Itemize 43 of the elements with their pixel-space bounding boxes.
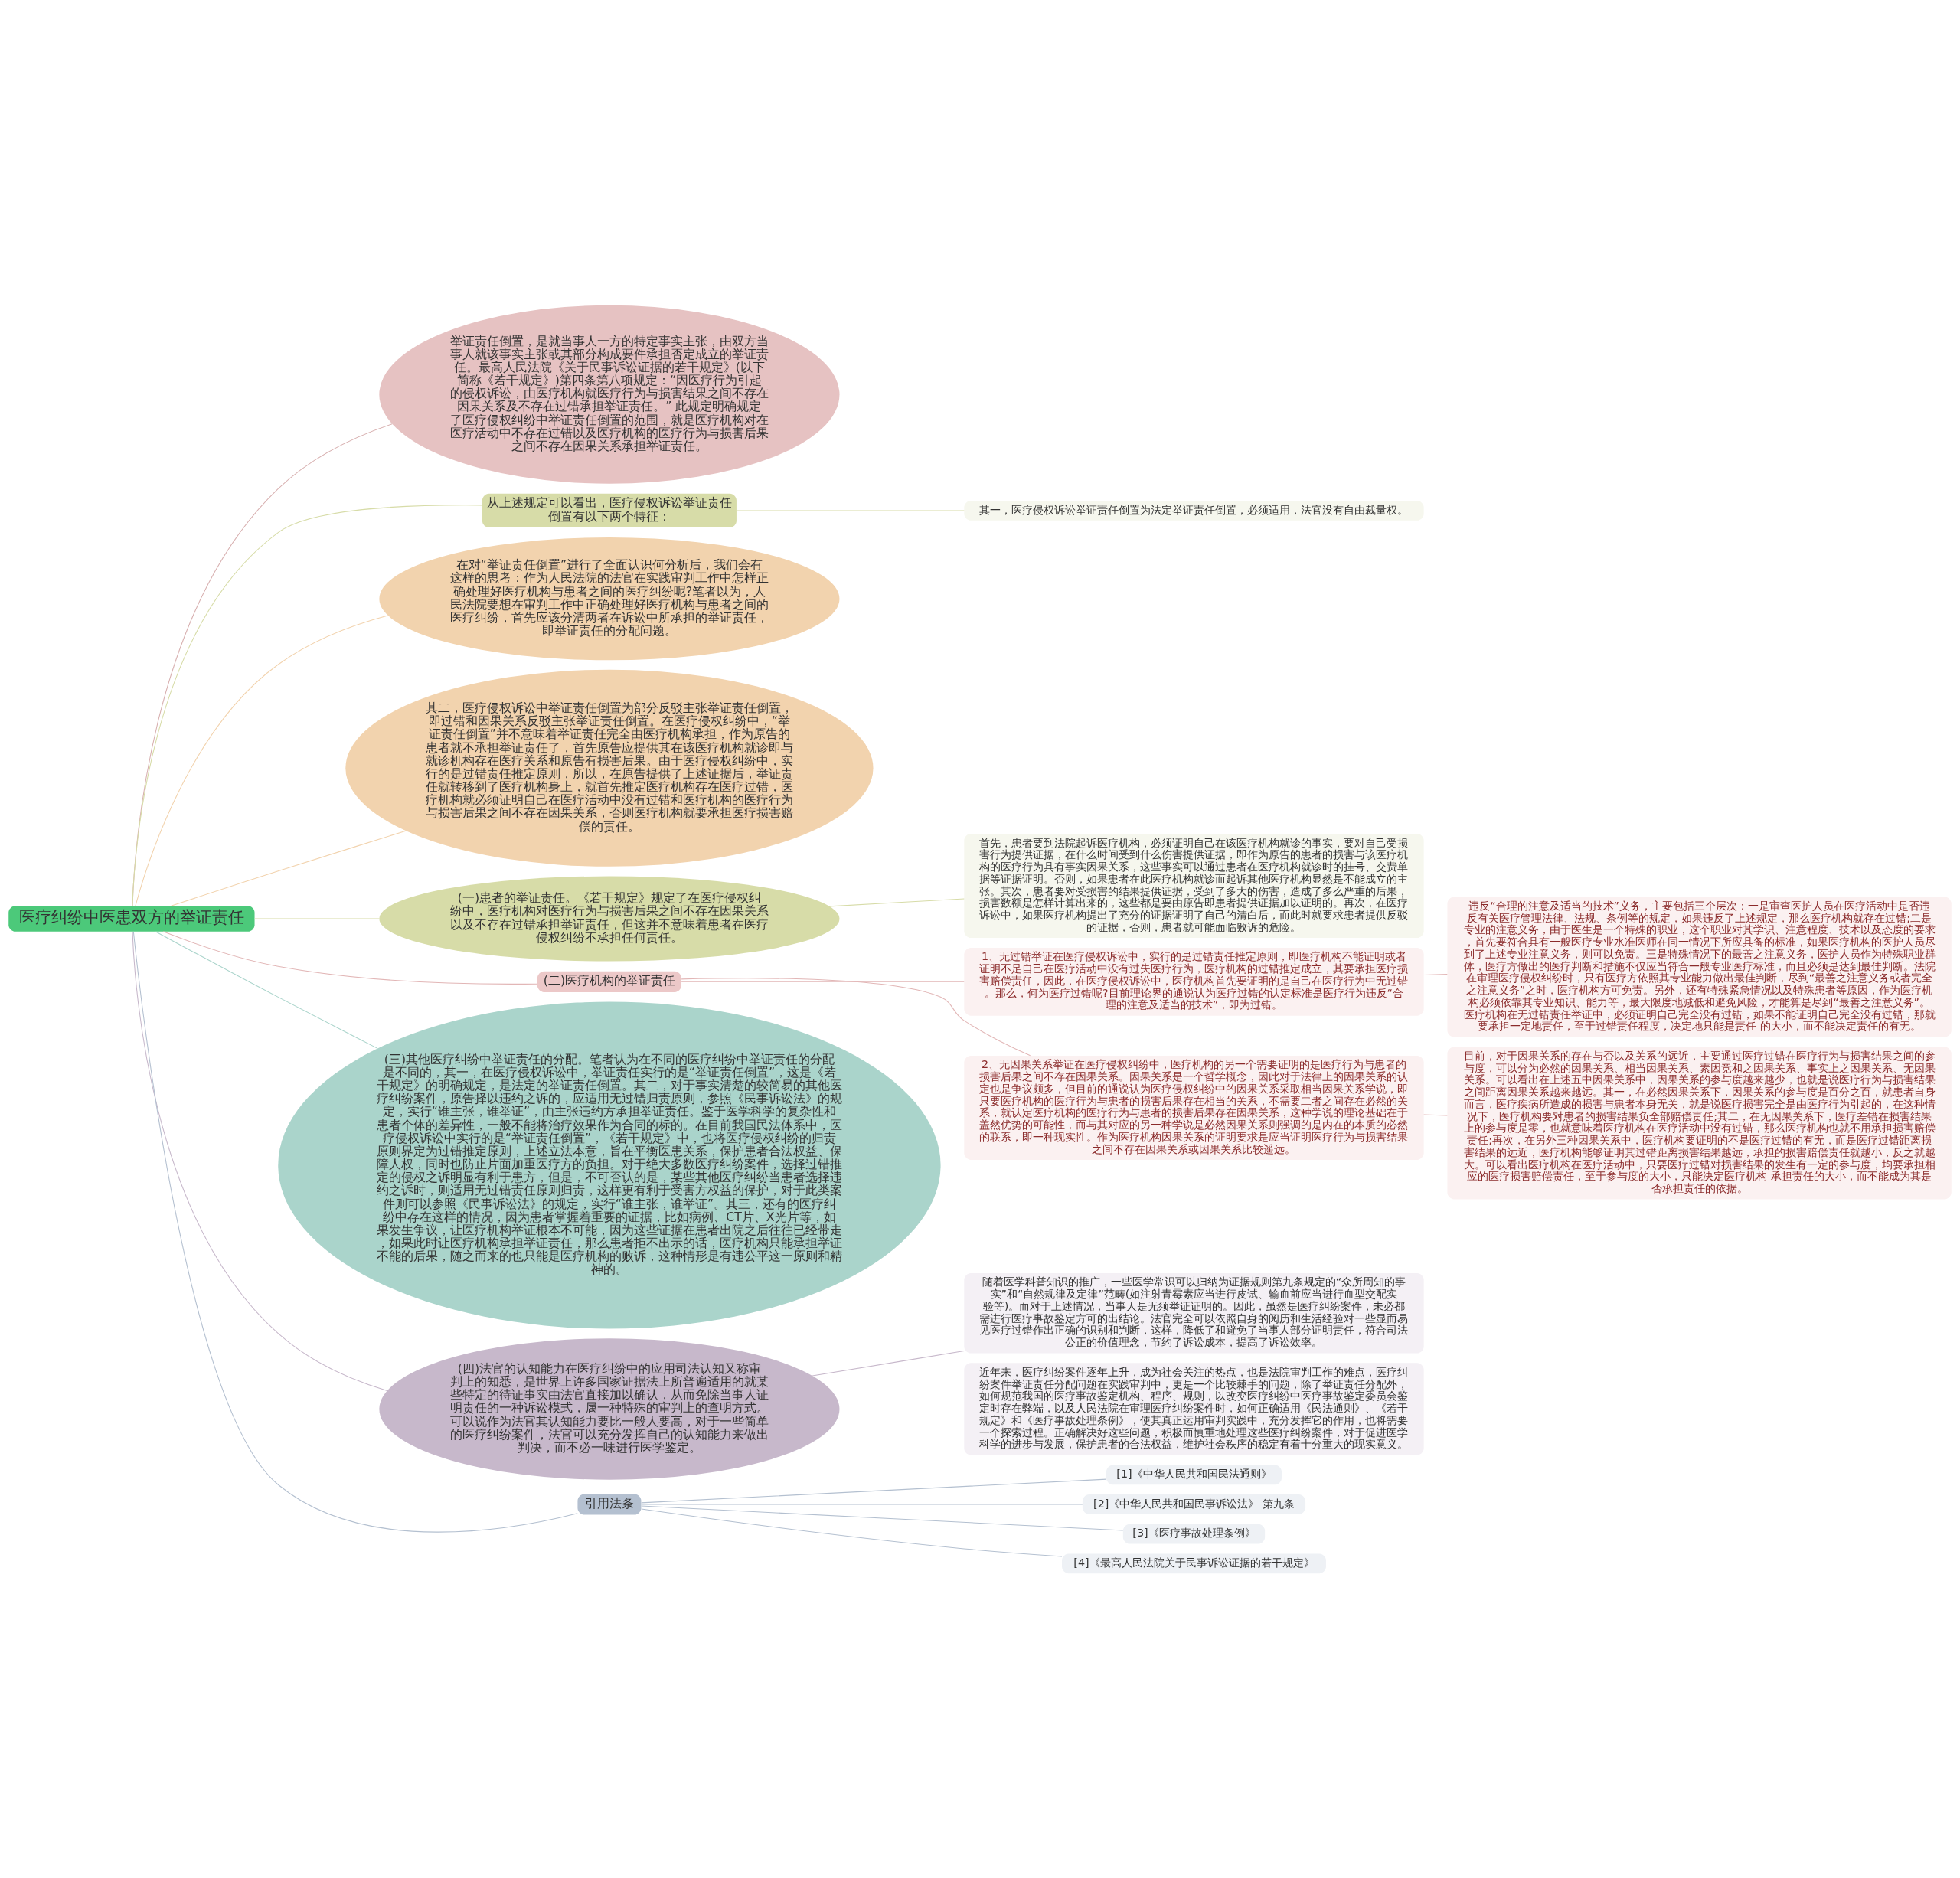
connector — [812, 1350, 965, 1377]
node-box: [2]《中华人民共和国民事诉讼法》 第九条 — [1082, 1494, 1306, 1514]
node-box: (二)医疗机构的举证责任 — [537, 971, 681, 992]
connector — [641, 1503, 1083, 1504]
node-ellipse: (四)法官的认知能力在医疗纠纷中的应用司法认知又称审判上的知悉，是世界上许多国家证据法上所普遍适用的就某些特定的待证事实由法官直接加以确认，从而免除当事人证明责任的一种诉讼模式，属一种特殊的审判上的查明方式。可以说作为法官其认知能力要比一般人要高，对于一些简单的医疗纠纷案件，法官可以充分发挥自己的认知能力来做出判决，而不必一味进行医学鉴定。 — [379, 1337, 840, 1480]
node-box: 1、无过错举证在医疗侵权诉讼中，实行的是过错责任推定原则，即医疗机构不能证明或者证明不足自己在医疗活动中没有过失医疗行为，医疗机构的过错推定成立，其要承担医疗损害赔偿责任，因此，在医疗侵权诉讼中，医疗机构首先要证明的是自己在医疗行为中无过错。那么，何为医疗过错呢?目前理论界的通说认为医疗过错的认定标准是医疗行为违反“合理的注意及适当的技术”，即为过错。 — [964, 947, 1424, 1016]
connector — [155, 930, 378, 1049]
connector — [135, 615, 389, 906]
node-ellipse: (三)其他医疗纠纷中举证责任的分配。笔者认为在不同的医疗纠纷中举证责任的分配是不同的，其一，在医疗侵权诉讼中，举证责任实行的是“举证责任倒置”，这是《若干规定》的明确规定，是法定的举证责任倒置。其二，对于事实清楚的较简易的其他医疗纠纷案件，原告择以违约之诉的，应适用无过错归责原则，参照《民事诉讼法》的规定，实行“谁主张，谁举证”，由主张违约方承担举证责任。鉴于医学科学的复杂性和患者个体的差异性，一般不能将治疗效果作为合同的标的。在目前我国民法体系中，医疗侵权诉讼中实行的是“举证责任倒置”，《若干规定》中，也将医疗侵权纠纷的归责原则界定为过错推定原则，上述立法本意，旨在平衡医患关系，保护患者合法权益、保障人权，同时也防止片面加重医疗方的负担。对于绝大多数医疗纠纷案件，选择过错推定的侵权之诉明显有利于患方，但是，不可否认的是，某些其他医疗纠纷当患者选择违约之诉时，则适用无过错责任原则归责，这样更有利于受害方权益的保护，对于此类案件则可以参照《民事诉讼法》的规定，实行“谁主张，谁举证”。其三，还有的医疗纠纷中存在这样的情况，因为患者掌握着重要的证据，比如病例、CT片、X光片等，如果发生争议，让医疗机构举证根本不可能，因为这些证据在患者出院之后往往已经带走，如果此时让医疗机构承担举证责任，那么患者拒不出示的话，医疗机构只能承担举证不能的后果，随之而来的也只能是医疗机构的败诉，这种情形是有违公平这一原则和精神的。 — [278, 1001, 941, 1328]
connector — [132, 931, 388, 1391]
connector — [132, 423, 393, 906]
connector — [838, 1408, 965, 1409]
node-box: 违反“合理的注意及适当的技术”义务，主要包括三个层次：一是审查医护人员在医疗活动中是否违反有关医疗管理法律、法规、条例等的规定，如果违反了上述规定，那么医疗机构就存在过错;二是专业的注意义务，由于医生是一个特殊的职业，这个职业对其学识、注意程度、技术以及态度的要求，首先要符合具有一般医疗专业水准医师在同一情况下所应具备的标准，如果医疗机构的医护人员尽到了上述专业注意义务，则可以免责。三是特殊情况下的最善之注意义务，医护人员作为特殊职业群体，医疗方做出的医疗判断和措施不仅应当符合一般专业医疗标准，而且必须是达到最佳判断。法院在审理医疗侵权纠纷时，只有医疗方依照其专业能力做出最佳判断，尽到“最善之注意义务或者完全之注意义务”之时，医疗机构方可免责。另外，还有特殊紧急情况以及特殊患者等原因，作为医疗机构必须依靠其专业知识、能力等，最大限度地减低和避免风险，才能算是尽到“最善之注意义务”。医疗机构在无过错责任举证中，必须证明自己完全没有过错，如果不能证明自己完全没有过错，那就要承担一定地责任，至于过错责任程度，决定地只能是责任 的大小，而不能决定责任的有无。 — [1447, 896, 1952, 1037]
node-box: 近年来，医疗纠纷案件逐年上升，成为社会关注的热点，也是法院审判工作的难点，医疗纠纷案件举证责任分配问题在实践审判中，更是一个比较棘手的问题，除了举证责任分配外，如何规范我国的医疗事故鉴定机构、程序、规则，以改变医疗纠纷中医疗事故鉴定委员会鉴定时存在弊端，以及人民法院在审理医疗纠纷案件时，如何正确适用《民法通则》、《若干规定》和《医疗事故处理条例》，使其真正运用审判实践中，充分发挥它的作用，也将需要一个探索过程。正确解决好这些问题，积极而慎重地处理这些医疗纠纷案件，对于促进医学科学的进步与发展，保护患者的合法权益，维护社会秩序的稳定有着十分重大的现实意义。 — [964, 1362, 1424, 1455]
connector — [132, 504, 483, 906]
connector — [681, 981, 965, 982]
node-ellipse: 其二，医疗侵权诉讼中举证责任倒置为部分反驳主张举证责任倒置，即过错和因果关系反驳主张举证责任倒置。在医疗侵权纠纷中，“举证责任倒置”并不意味着举证责任完全由医疗机构承担，作为原告的患者就不承担举证责任了，首先原告应提供其在该医疗机构就诊即与就诊机构存在医疗关系和原告有损害后果。由于医疗侵权纠纷中，实行的是过错责任推定原则，所以，在原告提供了上述证据后，举证责任就转移到了医疗机构身上，就首先推定医疗机构存在医疗过错，医疗机构就必须证明自己在医疗活动中没有过错和医疗机构的医疗行为与损害后果之间不存在因果关系，否则医疗机构就要承担医疗损害赔偿的责任。 — [345, 669, 874, 867]
connector — [681, 977, 1031, 1056]
node-box: 首先，患者要到法院起诉医疗机构，必须证明自己在该医疗机构就诊的事实，要对自己受损害行为提供证据，在什么时间受到什么伤害提供证据，即作为原告的患者的损害与该医疗机构的医疗行为具有事实因果关系，这些事实可以通过患者在医疗机构就诊时的挂号、交费单据等证据证明。否则，如果患者在此医疗机构就诊而起诉其他医疗机构显然是不能成立的主张。其次，患者要对受损害的结果提供证据，受到了多大的伤害，造成了多么严重的后果，损害数额是怎样计算出来的，这些都是要由原告即患者提供证据加以证明的。再次，在医疗诉讼中，如果医疗机构提出了充分的证据证明了自己的清白后，而此时就要求患者提供反驳的证据，否则，患者就可能面临败诉的危险。 — [964, 833, 1424, 938]
node-box: 从上述规定可以看出，医疗侵权诉讼举证责任倒置有以下两个特征： — [482, 493, 737, 527]
node-ellipse: 举证责任倒置，是就当事人一方的特定事实主张，由双方当事人就该事实主张或其部分构成要件承担否定成立的举证责任。最高人民法院《关于民事诉讼证据的若干规定》(以下简称《若干规定》)第四条第八项规定：“因医疗行为引起的侵权诉讼，由医疗机构就医疗行为与损害结果之间不存在因果关系及不存在过错承担举证责任。” 此规定明确规定了医疗侵权纠纷中举证责任倒置的范围，就是医疗机构对在医疗活动中不存在过错以及医疗机构的医疗行为与损害后果之间不存在因果关系承担举证责任。 — [379, 305, 840, 484]
connector — [736, 509, 965, 511]
connector — [641, 1505, 1124, 1530]
connector — [1423, 973, 1448, 975]
node-box: [4]《最高人民法院关于民事诉讼证据的若干规定》 — [1062, 1553, 1326, 1573]
connector — [162, 930, 538, 985]
node-box: 2、无因果关系举证在医疗侵权纠纷中，医疗机构的另一个需要证明的是医疗行为与患者的损害后果之间不存在因果关系。因果关系是一个哲学概念，因此对于法律上的因果关系的认定也是争议颇多，但目前的通说认为医疗侵权纠纷中的因果关系采取相当因果关系学说，即只要医疗机构的医疗行为与患者的损害后果存在相当的关系，不需要二者之间存在必然的关系，就认定医疗机构的医疗行为与患者的损害后果存在因果关系，这种学说的理论基础在于盖然优势的可能性，而与其对应的另一种学说是必然因果关系则强调的是内在的本质的必然的联系，即一种现实性。作为医疗机构因果关系的证明要求是应当证明医疗行为与损害结果之间不存在因果关系或因果关系比较遥远。 — [964, 1055, 1424, 1160]
node-box: 其一，医疗侵权诉讼举证责任倒置为法定举证责任倒置，必须适用，法官没有自由裁量权。 — [964, 500, 1424, 521]
node-box: 随着医学科普知识的推广，一些医学常识可以归纳为证据规则第九条规定的“众所周知的事实”和“自然规律及定律”范畴(如注射青霉素应当进行皮试、输血前应当进行血型交配实验等)。而对于上述情况，当事人是无须举证证明的。因此，虽然是医疗纠纷案件，未必都需进行医疗事故鉴定方可的出结论。法官完全可以依照自身的阅历和生活经验对一些显而易见医疗过错作出正确的识别和判断，这样，降低了和避免了当事人部分证明责任，符合司法公正的价值理念，节约了诉讼成本，提高了诉讼效率。 — [964, 1272, 1424, 1353]
connector — [641, 1507, 1063, 1556]
node-box: [3]《医疗事故处理条例》 — [1122, 1524, 1266, 1543]
node-ellipse: 在对“举证责任倒置”进行了全面认识何分析后，我们会有这样的思考：作为人民法院的法官在实践审判工作中怎样正确处理好医疗机构与患者之间的医疗纠纷呢?笔者以为，人民法院要想在审判工作中正确处理好医疗机构与患者之间的医疗纠纷，首先应该分清两者在诉讼中所承担的举证责任，即举证责任的分配问题。 — [379, 537, 840, 660]
node-box: 引用法条 — [577, 1493, 642, 1515]
connector — [171, 830, 407, 906]
node-box: [1]《中华人民共和国民法通则》 — [1106, 1464, 1282, 1484]
connector — [1423, 1113, 1448, 1115]
connector — [132, 931, 578, 1533]
connector — [829, 897, 965, 906]
node-box: 目前，对于因果关系的存在与否以及关系的远近，主要通过医疗过错在医疗行为与损害结果之间的参与度，可以分为必然的因果关系、相当因果关系、素因竞和之因果关系、事实上之因果关系、无因果关系。可以看出在上述五中因果关系中，因果关系的参与度越来越少，也就是说医疗行为与损害结果之间距离因果关系越来越远。其一，在必然因果关系下，因果关系的参与度是百分之百，就患者自身而言，医疗疾病所造成的损害与患者本身无关，就是说医疗损害完全是由医疗行为引起的，在这种情况下，医疗机构要对患者的损害结果负全部赔偿责任;其二，在无因果关系下，医疗差错在损害结果上的参与度是零，也就意味着医疗机构在医疗活动中没有过错，那么医疗机构也就不用承担损害赔偿责任;再次，在另外三种因果关系中，医疗机构要证明的不是医疗过错的有无，而是医疗过错距离损害结果的远近，医疗机构能够证明其过错距离损害结果越远，承担的损害赔偿责任就越小，反之就越大。可以看出医疗机构在医疗活动中，只要医疗过错对损害结果的发生有一定的参与度，均要承担相应的医疗损害赔偿责任，至于参与度的大小，只能决定医疗机构 承担责任的大小，而不能成为其是否承担责任的依据。 — [1447, 1047, 1952, 1199]
connector — [641, 1478, 1107, 1503]
connector — [254, 918, 380, 919]
node-ellipse: (一)患者的举证责任。《若干规定》规定了在医疗侵权纠纷中，医疗机构对医疗行为与损害后果之间不存在因果关系以及不存在过错承担举证责任，但这并不意味着患者在医疗侵权纠纷不承担任何责任。 — [379, 876, 840, 962]
node-box: 医疗纠纷中医患双方的举证责任 — [8, 905, 255, 932]
